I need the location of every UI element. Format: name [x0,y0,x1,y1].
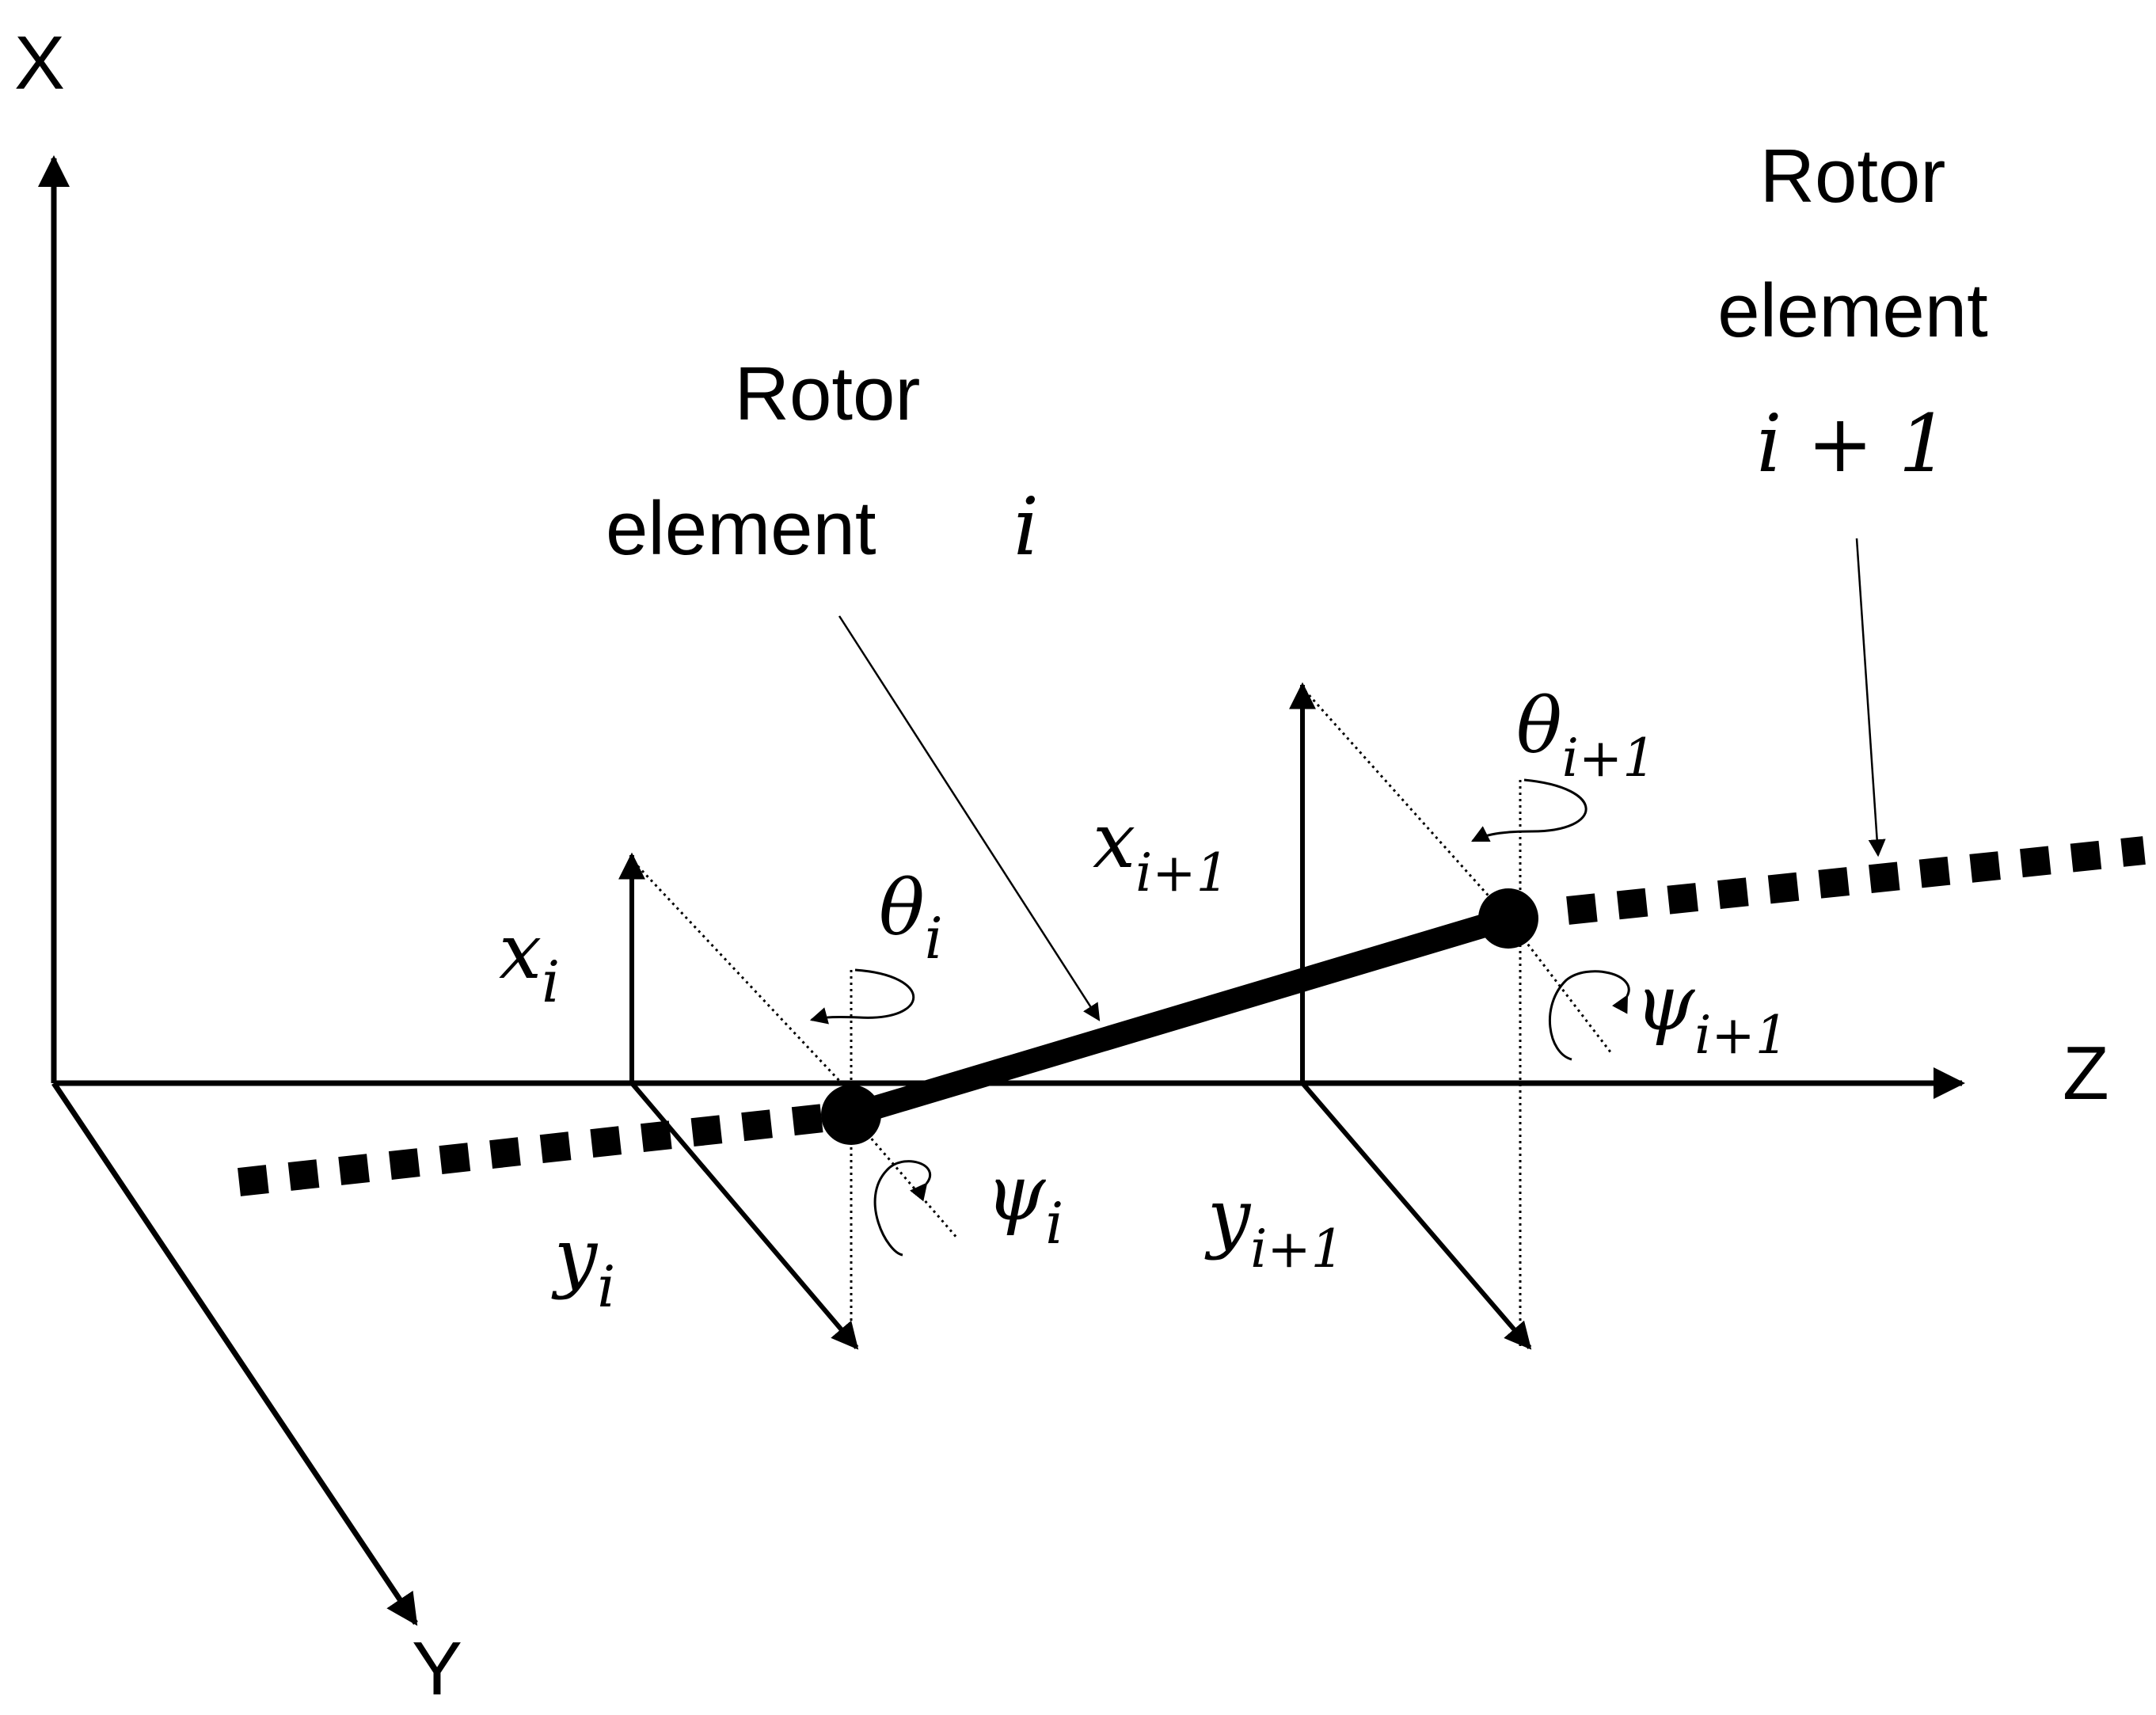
theta-i1-rotation-arrow [1471,778,1588,842]
x-i1-label: xi+1 [1093,797,1230,903]
psi-i-label: ψi [986,1149,1063,1257]
y-i1-label: yi+1 [1204,1173,1344,1280]
rotor-element-i-label-line2: element [606,486,876,571]
leader-arrow-element-i [838,615,1101,1021]
leader-arrow-element-i1 [1855,538,1886,858]
psi-i-rotation-arrow [873,1160,932,1257]
theta-i-label: θi [879,864,943,972]
projection-line-x-i1 [1303,690,1514,923]
psi-i1-axis-dotted [1519,934,1613,1054]
node-i1 [1478,888,1538,949]
psi-i1-rotation-arrow [1548,970,1630,1061]
rotor-element-i-index: i [1013,481,1039,573]
x-i-label: xi [499,907,560,1015]
psi-i1-label: ψi+1 [1635,959,1789,1066]
rotor-element-i-label-line1: Rotor [735,352,921,436]
rotor-element-i-word: element [606,486,876,571]
psi-i-axis-dotted [857,1124,960,1240]
global-x-label: X [14,21,65,105]
local-y-axis-i1 [1300,1082,1532,1350]
global-y-axis [51,1082,418,1626]
rotor-element-i1-label-line1: Rotor [1760,134,1946,219]
global-y-label: Y [412,1626,462,1711]
rotor-element-i1-label-line3: i + 1 [1757,397,1949,490]
rotor-element-i1-label-line2: element [1717,268,1988,353]
rotor-dashed-left [238,1104,825,1196]
rotor-element-i [839,907,1520,1127]
global-z-label: Z [2063,1031,2109,1116]
projection-line-x-i [632,860,843,1085]
node-i [821,1085,881,1145]
theta-i-rotation-arrow [809,968,915,1025]
y-i-label: yi [551,1212,615,1320]
rotor-dashed-right [1566,836,2146,925]
theta-i1-label: θi+1 [1516,682,1656,789]
